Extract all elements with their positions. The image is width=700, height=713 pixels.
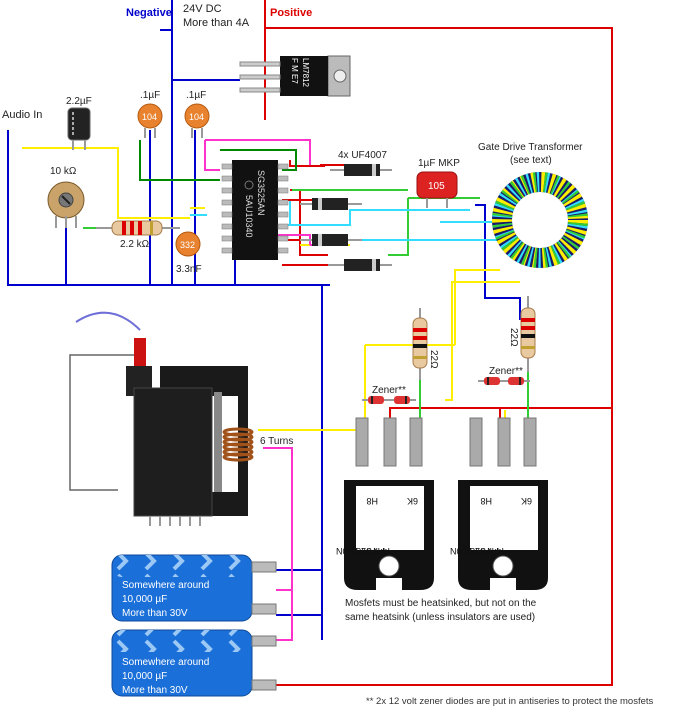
flyback-transformer: 6 Turns xyxy=(126,338,293,526)
cap-104-b-code: 104 xyxy=(189,112,204,122)
mkp-label: 1µF MKP xyxy=(418,158,460,169)
ic-part-label: SG3525AN xyxy=(256,170,266,216)
capbank-1-line2: 10,000 µF xyxy=(122,594,167,605)
positive-wire xyxy=(264,0,613,686)
cap-01-a-label: .1µF xyxy=(140,90,160,101)
supply-current-label: More than 4A xyxy=(183,17,250,29)
capbank-1-line3: More than 30V xyxy=(122,608,188,619)
footnote: ** 2x 12 volt zener diodes are put in an… xyxy=(366,696,654,707)
capacitor-bank-2: Somewhere around 10,000 µF More than 30V xyxy=(111,629,277,697)
mosfet-1-part: IRFP250N xyxy=(336,546,378,556)
mkp-capacitor: 1µF MKP 105 xyxy=(416,158,460,208)
capbank-2-line2: 10,000 µF xyxy=(122,671,167,682)
zener-pair-1: Zener** xyxy=(362,385,416,404)
green-wire xyxy=(139,140,297,181)
audio-in-label: Audio In xyxy=(2,109,42,121)
ic-lot-label: 5AU10340 xyxy=(244,195,254,238)
zener-1-label: Zener** xyxy=(372,385,406,396)
resistor-2-2k: 2.2 kΩ xyxy=(96,220,180,250)
mosfet-2: IRFP250N I✱R 9282 H8 6K xyxy=(450,417,548,590)
gdt-note: (see text) xyxy=(510,155,552,166)
gate-resistor-1: 22Ω xyxy=(412,308,439,380)
magenta-wire-2 xyxy=(263,447,293,641)
capbank-2-line1: Somewhere around xyxy=(122,657,209,668)
pot-10k-label: 10 kΩ xyxy=(50,166,77,177)
magenta-wire xyxy=(204,139,326,246)
potentiometer-10k: 10 kΩ xyxy=(47,166,85,228)
mosfet-1-line2: I✱R 9282 xyxy=(351,546,390,556)
mosfet-1: IRFP250N I✱R 9282 H8 6K xyxy=(336,417,434,590)
grey-lead xyxy=(69,354,140,491)
positive-label: Positive xyxy=(270,7,312,19)
capbank-2-line3: More than 30V xyxy=(122,685,188,696)
capacitor-bank-1: Somewhere around 10,000 µF More than 30V xyxy=(111,554,277,622)
capacitor-2-2uf: 2.2µF xyxy=(66,96,92,150)
zener-pair-2: Zener** xyxy=(478,366,530,385)
cap-332-code: 332 xyxy=(180,240,195,250)
gate-drive-transformer: Gate Drive Transformer (see text) xyxy=(478,142,588,268)
mkp-code: 105 xyxy=(428,181,445,192)
negative-label: Negative xyxy=(126,7,172,19)
negative-wire-gdt xyxy=(475,204,521,320)
diode-2 xyxy=(300,198,362,210)
diode-3 xyxy=(300,234,362,246)
diodes-label: 4x UF4007 xyxy=(338,150,387,161)
mosfet-note-line2: same heatsink (unless insulators are use… xyxy=(345,612,535,623)
capbank-1-line1: Somewhere around xyxy=(122,580,209,591)
zener-2-label: Zener** xyxy=(489,366,523,377)
mosfet-2-code-left: H8 xyxy=(480,496,492,506)
capacitor-3-3nf: 332 3.3nF xyxy=(175,231,202,275)
capacitor-0-1uf-b: .1µF 104 xyxy=(184,90,210,138)
voltage-regulator: F M E7 LM7812 xyxy=(239,55,351,97)
mosfet-2-part: IRFP250N xyxy=(450,546,492,556)
gdt-label: Gate Drive Transformer xyxy=(478,142,583,153)
diode-4 xyxy=(328,259,392,271)
diode-1 xyxy=(330,164,392,176)
res-2-2k-label: 2.2 kΩ xyxy=(120,239,150,250)
mosfet-1-code-left: H8 xyxy=(366,496,378,506)
mosfet-2-line2: I✱R 9282 xyxy=(465,546,504,556)
gate-resistor-2: 22Ω xyxy=(508,296,536,372)
mosfet-note-line1: Mosfets must be heatsinked, but not on t… xyxy=(345,598,537,609)
yellow-wire xyxy=(22,147,500,429)
gate-res-2-label: 22Ω xyxy=(508,328,519,347)
gate-res-1-label: 22Ω xyxy=(428,350,439,369)
capacitor-0-1uf-a: .1µF 104 xyxy=(137,90,163,138)
red-gate-wire xyxy=(282,164,345,266)
cap-104-a-code: 104 xyxy=(142,112,157,122)
primary-coil xyxy=(222,427,254,462)
regulator-brand-label: F M E7 xyxy=(290,58,299,84)
pwm-controller-ic: SG3525AN 5AU10340 xyxy=(221,160,289,260)
cap-2-2uf-label: 2.2µF xyxy=(66,96,92,107)
regulator-part-label: LM7812 xyxy=(301,58,310,87)
turns-label: 6 Turns xyxy=(260,436,293,447)
supply-voltage-label: 24V DC xyxy=(183,3,222,15)
mosfet-2-code-right: 6K xyxy=(521,496,532,506)
mosfet-1-code-right: 6K xyxy=(407,496,418,506)
cap-01-b-label: .1µF xyxy=(186,90,206,101)
spark-arc xyxy=(75,311,141,331)
cap-3-3nf-label: 3.3nF xyxy=(176,264,202,275)
